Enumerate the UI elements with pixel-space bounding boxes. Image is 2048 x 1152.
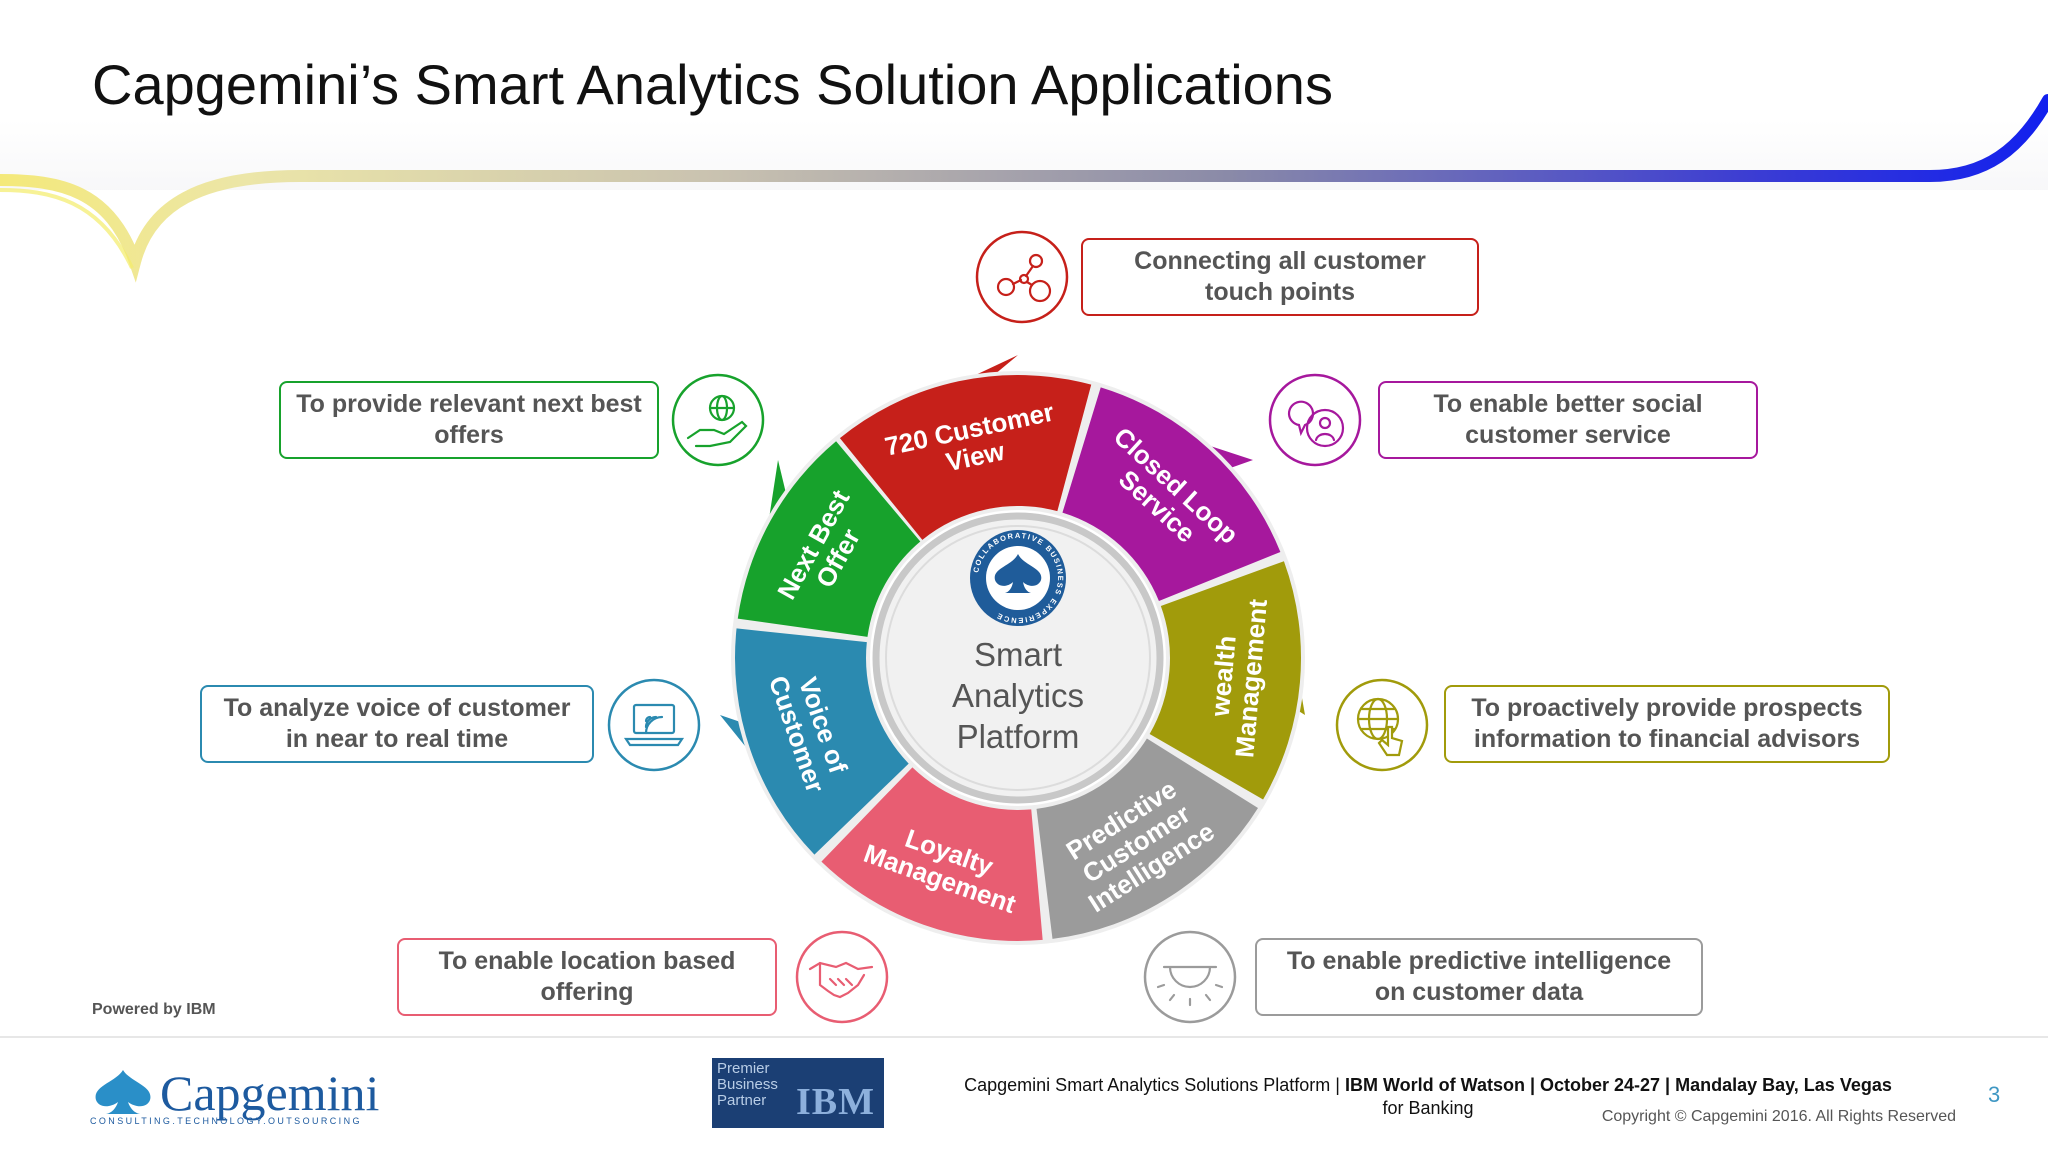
callout-next-best: To provide relevant next best offers bbox=[279, 381, 659, 459]
hub-label-line: Analytics bbox=[952, 677, 1084, 714]
segment-voice: Voice ofCustomer bbox=[734, 628, 909, 855]
hub-ring bbox=[872, 512, 1164, 804]
footer-divider bbox=[0, 1036, 2048, 1038]
icon-circle bbox=[795, 930, 889, 1024]
segment-voice-shape bbox=[734, 628, 909, 855]
callout-wealth: To proactively provide prospects informat… bbox=[1444, 685, 1890, 763]
badge-line: Business bbox=[717, 1076, 778, 1093]
capgemini-logo: Capgemini CONSULTING.TECHNOLOGY.OUTSOURC… bbox=[90, 1060, 379, 1130]
header-swoosh bbox=[0, 94, 2048, 283]
callout-text-line: To enable location based bbox=[438, 947, 736, 975]
voice-icon-badge bbox=[607, 678, 701, 772]
collaborative-emblem-icon: COLLABORATIVE BUSINESS EXPERIENCE bbox=[970, 530, 1066, 626]
page-number: 3 bbox=[1988, 1082, 2001, 1107]
footer-event-bold: IBM World of Watson | October 24-27 | Ma… bbox=[1344, 1075, 1892, 1095]
footer-event-line2: for Banking bbox=[1382, 1098, 1474, 1118]
segment-wealth-shape bbox=[1149, 561, 1301, 800]
logo-wordmark: Capgemini bbox=[160, 1065, 380, 1121]
callout-text-line: Connecting all customer bbox=[1134, 247, 1426, 275]
powered-by-label: Powered by IBM bbox=[92, 1001, 216, 1018]
badge-text: Premier Business Partner bbox=[717, 1061, 807, 1109]
closed-loop-icon-badge bbox=[1268, 373, 1362, 467]
callout-text-line: To proactively provide prospects bbox=[1471, 694, 1863, 722]
chat-person-icon bbox=[1287, 400, 1345, 448]
segment-wealth: wealthManagement bbox=[1149, 561, 1301, 800]
callout-text-line: on customer data bbox=[1374, 978, 1584, 1006]
badge-line: Premier bbox=[717, 1060, 770, 1077]
segment-closed-loop-shape bbox=[1062, 387, 1281, 602]
callout-closed-loop: To enable better social customer service bbox=[1378, 381, 1758, 459]
icon-circle bbox=[1335, 678, 1429, 772]
ibm-partner-badge: Premier Business Partner IBM bbox=[712, 1058, 884, 1128]
callout-text-line: offering bbox=[540, 978, 634, 1006]
segment-next-best: Next BestOffer bbox=[737, 441, 921, 637]
footer-event-text: Capgemini Smart Analytics Solutions Plat… bbox=[900, 1074, 1956, 1120]
footer-event-plain: Capgemini Smart Analytics Solutions Plat… bbox=[964, 1075, 1345, 1095]
copyright-text: Copyright © Capgemini 2016. All Rights R… bbox=[1601, 1108, 1956, 1125]
segment-predictive: PredictiveCustomerIntelligence bbox=[1036, 738, 1258, 939]
next-best-icon-badge bbox=[671, 373, 765, 467]
callout-text-line: To enable better social bbox=[1433, 390, 1703, 418]
wealth-icon-badge bbox=[1335, 678, 1429, 772]
segment-loyalty: LoyaltyManagement bbox=[821, 767, 1043, 941]
dome-light-icon bbox=[1156, 965, 1224, 1007]
voice-pointer bbox=[720, 715, 765, 771]
spade-logo-icon bbox=[95, 1070, 151, 1114]
icon-circle bbox=[975, 230, 1069, 324]
segment-closed-loop: Closed LoopService bbox=[1062, 387, 1281, 602]
segment-customer-view: 720 CustomerView bbox=[839, 375, 1092, 540]
segment-loyalty-shape bbox=[821, 767, 1043, 941]
handshake-icon bbox=[808, 961, 874, 999]
segment-next-best-shape bbox=[737, 441, 921, 637]
slide-title: Capgemini’s Smart Analytics Solution App… bbox=[92, 53, 1333, 116]
icon-circle bbox=[1143, 930, 1237, 1024]
hand-globe-icon bbox=[686, 394, 748, 448]
callout-text-line: To analyze voice of customer bbox=[223, 694, 571, 722]
callout-text-line: information to financial advisors bbox=[1473, 725, 1861, 753]
callout-loyalty: To enable location based offering bbox=[397, 938, 777, 1016]
badge-line: Partner bbox=[717, 1092, 767, 1109]
callout-text-line: touch points bbox=[1205, 278, 1355, 306]
customer-view-icon-badge bbox=[975, 230, 1069, 324]
callout-customer-view: Connecting all customer touch points bbox=[1081, 238, 1479, 316]
globe-touch-icon bbox=[1356, 697, 1404, 757]
callout-voice: To analyze voice of customer in near to r… bbox=[200, 685, 594, 763]
callout-predictive: To enable predictive intelligence on cust… bbox=[1255, 938, 1703, 1016]
segment-predictive-shape bbox=[1036, 738, 1258, 939]
callout-text-line: customer service bbox=[1465, 421, 1671, 449]
icon-circle bbox=[607, 678, 701, 772]
segment-customer-view-shape bbox=[839, 375, 1092, 540]
network-nodes-icon bbox=[996, 253, 1052, 303]
segment-label-line: wealth bbox=[1205, 634, 1242, 718]
hub-label-line: Smart bbox=[974, 636, 1062, 673]
ibm-logo: IBM bbox=[796, 1081, 875, 1123]
icon-circle bbox=[1268, 373, 1362, 467]
callout-text-line: To provide relevant next best bbox=[296, 390, 642, 418]
callout-text-line: To enable predictive intelligence bbox=[1286, 947, 1672, 975]
callout-text-line: offers bbox=[434, 421, 504, 449]
laptop-signal-icon bbox=[623, 703, 685, 747]
hub-label-line: Platform bbox=[957, 718, 1080, 755]
callout-text-line: in near to real time bbox=[285, 725, 509, 753]
predictive-icon-badge bbox=[1143, 930, 1237, 1024]
logo-tagline: CONSULTING.TECHNOLOGY.OUTSOURCING bbox=[90, 1116, 362, 1126]
hub-inner-ring bbox=[885, 525, 1151, 791]
loyalty-icon-badge bbox=[795, 930, 889, 1024]
